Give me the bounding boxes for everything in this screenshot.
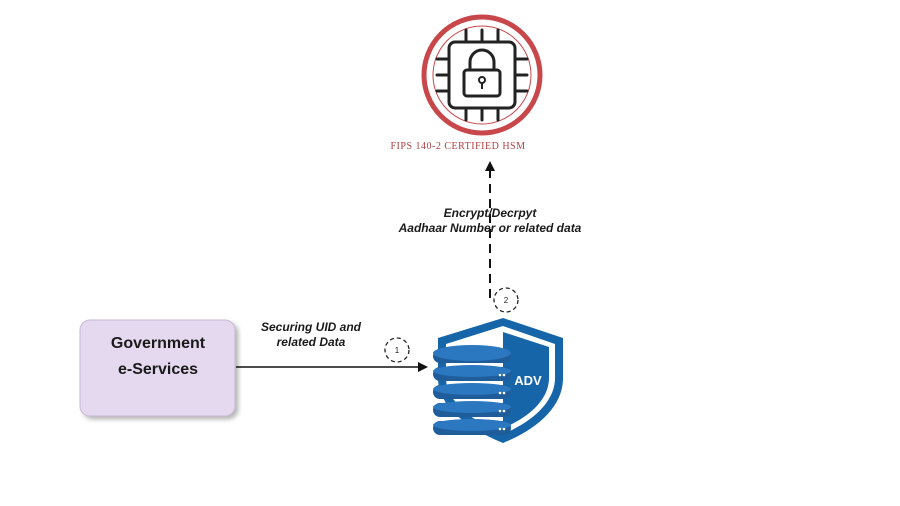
government-eservices-box: Government e-Services [79,319,236,417]
step-1-marker: 1 [384,337,410,363]
hsm-label: FIPS 140-2 CERTIFIED HSM [390,141,525,152]
edge2-label-line1: Encrypt/Decrpyt [444,206,538,220]
step-2-number: 2 [504,296,509,305]
adv-badge: ADV [514,373,542,388]
adv-vault-icon: ADV [433,318,563,443]
edge1-label-line2: related Data [277,335,346,349]
edge2-label-line2: Aadhaar Number or related data [398,221,582,235]
edge1-label-line1: Securing UID and [261,320,362,334]
step-2-marker: 2 [493,287,519,313]
step-1-number: 1 [395,346,400,355]
source-label-line2: e-Services [118,361,198,378]
hsm-icon [421,14,543,136]
source-label-line1: Government [111,335,206,352]
